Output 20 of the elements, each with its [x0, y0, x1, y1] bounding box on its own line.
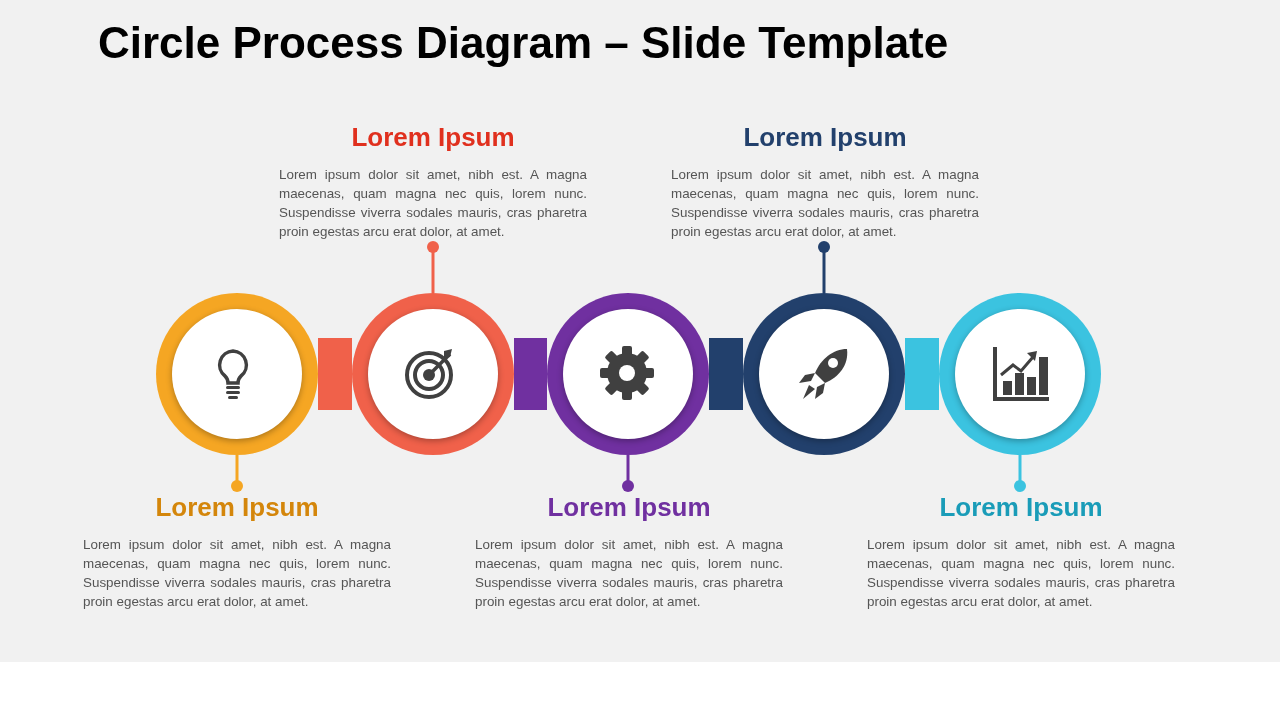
step-heading: Lorem Ipsum: [154, 492, 320, 523]
connector-band: [905, 338, 939, 410]
step-description: Lorem ipsum dolor sit amet, nibh est. A magna maecenas, quam magna nec quis, lorem nunc. Suspendisse viverra sodales mauris, cras pharetra proin egestas arcu erat dolor, at amet.: [83, 536, 391, 611]
connector-band: [709, 338, 743, 410]
step-heading: Lorem Ipsum: [546, 492, 712, 523]
step-description: Lorem ipsum dolor sit amet, nibh est. A magna maecenas, quam magna nec quis, lorem nunc. Suspendisse viverra sodales mauris, cras pharetra proin egestas arcu erat dolor, at amet.: [279, 166, 587, 241]
leader-line: [231, 455, 243, 492]
step-heading: Lorem Ipsum: [938, 492, 1104, 523]
connector-band: [514, 338, 547, 410]
step-heading: Lorem Ipsum: [350, 122, 516, 153]
slide-title: Circle Process Diagram – Slide Template: [98, 18, 949, 68]
step-heading: Lorem Ipsum: [742, 122, 908, 153]
leader-line: [622, 455, 634, 492]
connector-band: [318, 338, 352, 410]
step-description: Lorem ipsum dolor sit amet, nibh est. A magna maecenas, quam magna nec quis, lorem nunc. Suspendisse viverra sodales mauris, cras pharetra proin egestas arcu erat dolor, at amet.: [867, 536, 1175, 611]
step-description: Lorem ipsum dolor sit amet, nibh est. A magna maecenas, quam magna nec quis, lorem nunc. Suspendisse viverra sodales mauris, cras pharetra proin egestas arcu erat dolor, at amet.: [475, 536, 783, 611]
leader-line: [818, 241, 830, 293]
step-description: Lorem ipsum dolor sit amet, nibh est. A magna maecenas, quam magna nec quis, lorem nunc. Suspendisse viverra sodales mauris, cras pharetra proin egestas arcu erat dolor, at amet.: [671, 166, 979, 241]
leader-line: [427, 241, 439, 293]
leader-line: [1014, 455, 1026, 492]
